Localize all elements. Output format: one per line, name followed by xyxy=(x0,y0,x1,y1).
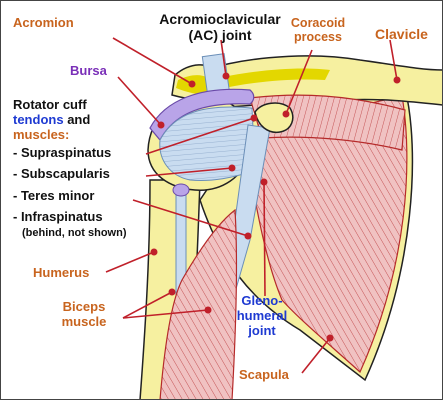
label-gleno-line3: joint xyxy=(248,322,276,338)
label-tendons: tendons xyxy=(13,111,64,127)
label-bursa: Bursa xyxy=(70,63,107,78)
label-ac-joint-line1: Acromioclavicular xyxy=(159,11,281,27)
biceps-tendon-knot xyxy=(172,183,190,197)
label-supraspinatus: - Supraspinatus xyxy=(13,145,112,160)
label-subscapularis: - Subscapularis xyxy=(13,166,110,181)
label-rotator-cuff-heading: Rotator cuff tendons and muscles: xyxy=(13,97,91,143)
label-muscles: muscles: xyxy=(13,126,70,142)
biceps-muscle xyxy=(159,208,238,400)
label-rotator-cuff: Rotator cuff xyxy=(13,97,87,112)
label-scapula: Scapula xyxy=(239,367,289,382)
label-infraspinatus: - Infraspinatus xyxy=(13,209,103,224)
label-ac-joint-line2: (AC) joint xyxy=(188,27,252,44)
label-coracoid-line2: process xyxy=(294,30,342,45)
pointer-lines xyxy=(105,37,398,374)
label-clavicle: Clavicle xyxy=(375,26,428,42)
label-coracoid-line1: Coracoid xyxy=(290,16,346,30)
label-biceps-line1: Biceps xyxy=(62,299,106,314)
label-gleno-line1: Gleno- xyxy=(241,293,283,308)
bursa xyxy=(149,88,255,142)
label-acromion: Acromion xyxy=(13,15,74,30)
label-humerus: Humerus xyxy=(33,265,90,280)
label-teres-minor: - Teres minor xyxy=(13,188,95,203)
label-ac-joint: Acromioclavicular (AC) joint xyxy=(150,11,290,43)
label-gleno-line2: humeral xyxy=(236,307,288,323)
label-coracoid-process: Coracoid process xyxy=(283,16,353,45)
label-and: and xyxy=(67,111,91,127)
label-tendons-and-line: tendons and xyxy=(13,111,91,128)
clavicle-cartilage xyxy=(210,68,330,90)
coracoid-process xyxy=(254,102,294,134)
label-glenohumeral-joint: Gleno- humeral joint xyxy=(226,293,298,339)
label-biceps-muscle: Biceps muscle xyxy=(46,299,122,330)
label-infraspinatus-note: (behind, not shown) xyxy=(22,227,127,239)
pointer-dots xyxy=(150,72,401,342)
subscapularis-muscle xyxy=(247,95,408,373)
label-biceps-line2: muscle xyxy=(61,313,107,329)
